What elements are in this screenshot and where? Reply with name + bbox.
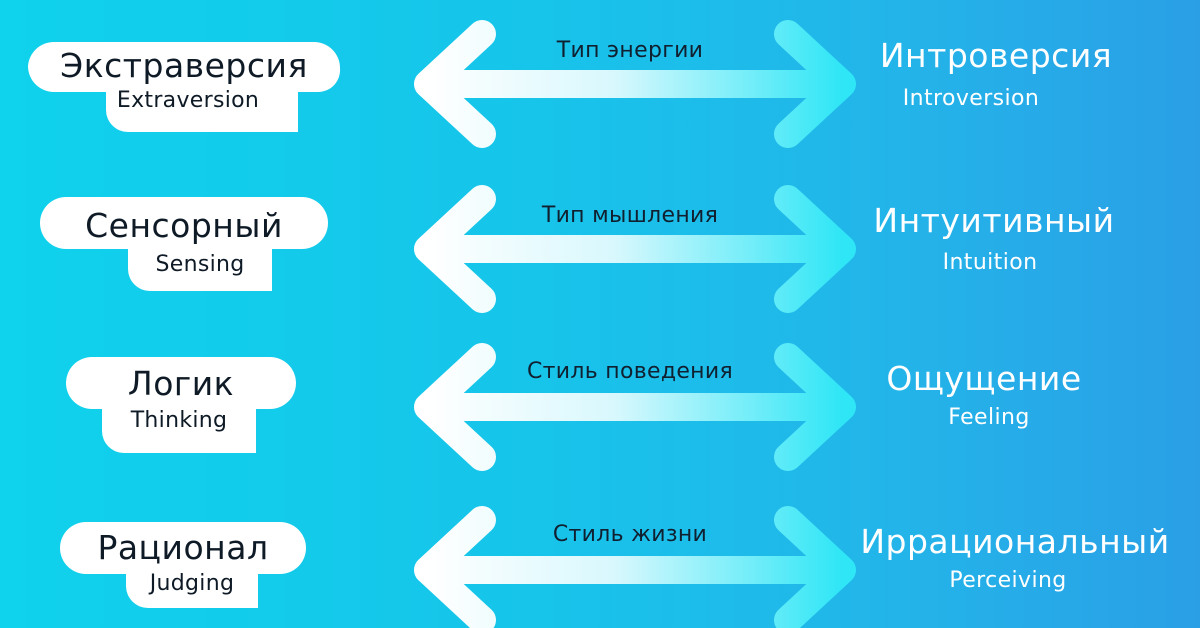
left-pole-subtitle: Sensing bbox=[155, 252, 245, 277]
double-arrow-icon bbox=[414, 343, 856, 471]
right-pole-subtitle: Perceiving bbox=[949, 568, 1067, 593]
pill-shape bbox=[66, 357, 296, 453]
left-pole-title: Логик bbox=[127, 364, 235, 403]
right-pole-title: Интроверсия bbox=[879, 36, 1113, 75]
right-pole-subtitle: Intuition bbox=[942, 250, 1038, 275]
dichotomy-row-lifestyle: Рационал Judging Стиль жизни Иррациональ… bbox=[0, 498, 1200, 628]
dichotomy-axis-label: Стиль жизни bbox=[552, 522, 708, 547]
dichotomy-axis-label: Стиль поведения bbox=[526, 359, 733, 384]
dichotomy-axis-label: Тип энергии bbox=[556, 38, 704, 63]
left-pole-subtitle: Extraversion bbox=[116, 88, 260, 113]
dichotomy-row-energy: Экстраверсия Extraversion Тип энергии Ин… bbox=[0, 12, 1200, 162]
double-arrow-icon bbox=[414, 506, 856, 628]
left-pole-subtitle: Judging bbox=[149, 571, 235, 596]
left-pole-title: Экстраверсия bbox=[60, 46, 308, 85]
left-pole-title: Рационал bbox=[97, 528, 269, 567]
dichotomy-axis-label: Тип мышления bbox=[541, 203, 719, 228]
pill-shape bbox=[28, 41, 341, 132]
pill-shape bbox=[40, 197, 328, 291]
right-pole-title: Интуитивный bbox=[873, 201, 1115, 240]
right-pole-subtitle: Introversion bbox=[902, 86, 1040, 111]
left-pole-title: Сенсорный bbox=[85, 206, 283, 245]
double-arrow-icon bbox=[414, 20, 856, 148]
dichotomy-row-thinking: Сенсорный Sensing Тип мышления Интуитивн… bbox=[0, 177, 1200, 327]
right-pole-title: Ощущение bbox=[886, 359, 1082, 398]
left-pole-subtitle: Thinking bbox=[130, 408, 228, 433]
pill-shape bbox=[60, 522, 306, 608]
double-arrow-icon bbox=[414, 185, 856, 313]
dichotomy-row-behavior: Логик Thinking Стиль поведения Ощущение … bbox=[0, 335, 1200, 485]
right-pole-subtitle: Feeling bbox=[948, 405, 1030, 430]
right-pole-title: Иррациональный bbox=[860, 522, 1170, 561]
